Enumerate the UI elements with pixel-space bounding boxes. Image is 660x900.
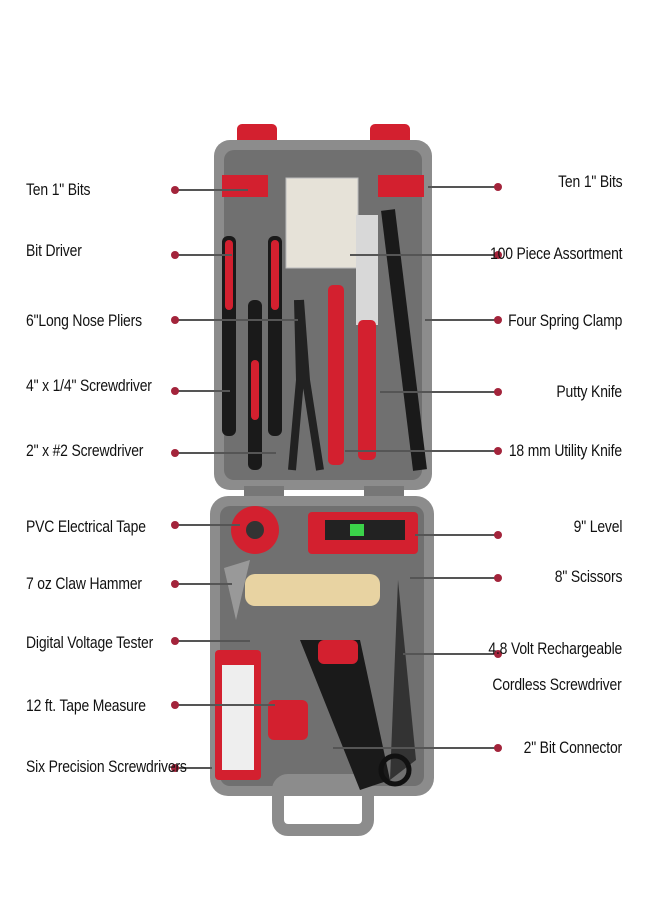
label-level: 9" Level	[573, 517, 622, 536]
label-tape-measure: 12 ft. Tape Measure	[26, 696, 146, 715]
label-utility-knife: 18 mm Utility Knife	[508, 441, 622, 460]
label-claw-hammer: 7 oz Claw Hammer	[26, 574, 142, 593]
label-rechargeable: 4.8 Volt Rechargeable	[488, 639, 622, 658]
label-precision-screwdrivers: Six Precision Screwdrivers	[26, 757, 187, 776]
label-scissors: 8" Scissors	[554, 567, 623, 586]
label-ten-bits-left: Ten 1" Bits	[26, 180, 91, 199]
label-electrical-tape: PVC Electrical Tape	[26, 517, 146, 536]
label-bit-connector: 2" Bit Connector	[523, 738, 623, 757]
label-voltage-tester: Digital Voltage Tester	[26, 633, 154, 652]
label-quarter-screwdriver: 4" x 1/4" Screwdriver	[26, 376, 152, 395]
label-no2-screwdriver: 2" x #2 Screwdriver	[26, 441, 144, 460]
label-piece-assortment: 100 Piece Assortment	[489, 244, 622, 263]
label-spring-clamp: Four Spring Clamp	[507, 311, 622, 330]
label-bit-driver: Bit Driver	[26, 241, 82, 260]
label-cordless-screwdriver: Cordless Screwdriver	[492, 675, 622, 694]
case-top	[214, 124, 432, 490]
case-bottom	[210, 496, 434, 836]
label-putty-knife: Putty Knife	[556, 382, 622, 401]
label-ten-bits-right: Ten 1" Bits	[557, 172, 623, 191]
label-long-nose-pliers: 6"Long Nose Pliers	[26, 311, 142, 330]
callout-lines	[175, 186, 498, 769]
callout-dots	[171, 183, 502, 772]
